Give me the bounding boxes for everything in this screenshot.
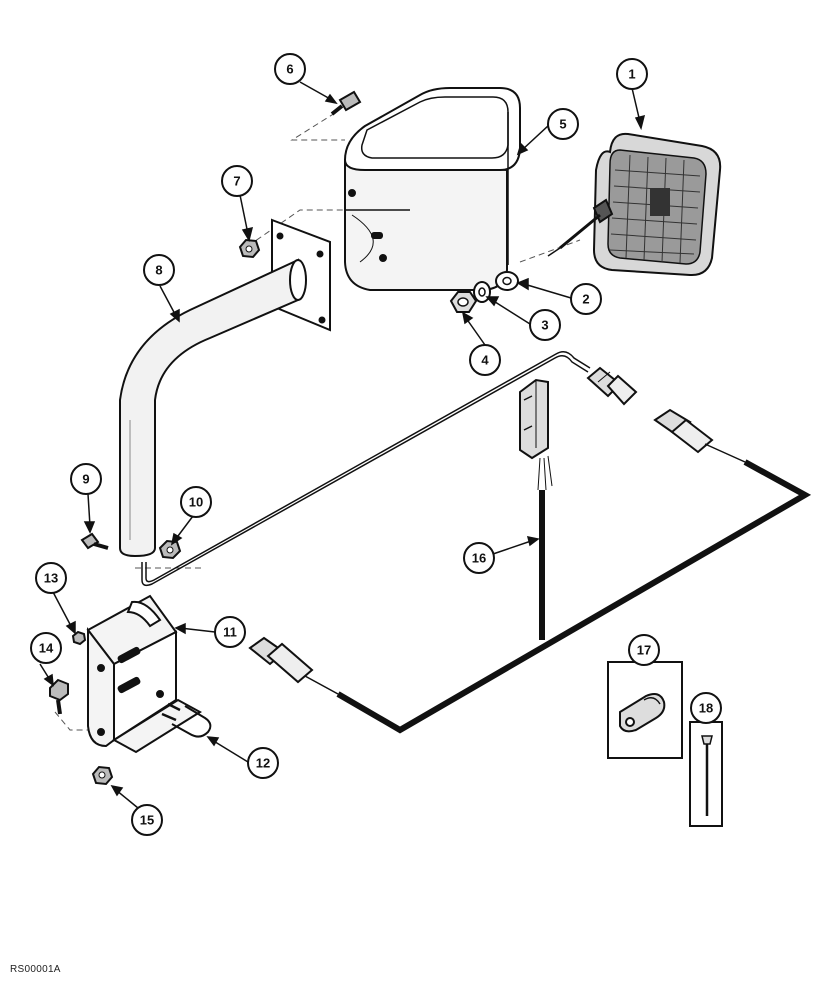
callout-14-number: 14 [39,641,54,656]
callout-8: 8 [143,254,175,286]
connector-harness-right [653,408,746,463]
callout-1-number: 1 [628,67,635,82]
lamp-lead-wire [141,351,591,587]
callout-10-number: 10 [189,495,203,510]
callout-11: 11 [214,616,246,648]
callout-15-number: 15 [140,813,154,828]
nut-washer-hardware [449,271,519,313]
callout-13-number: 13 [44,571,58,586]
callout-17: 17 [628,634,660,666]
callout-18: 18 [690,692,722,724]
callout-4: 4 [469,344,501,376]
nut-7 [238,238,261,259]
lamp-guard-box [343,87,521,291]
callout-8-number: 8 [155,263,162,278]
mounting-tube [119,218,331,558]
callout-7: 7 [221,165,253,197]
callout-17-number: 17 [637,643,651,658]
callout-leaders [39,81,646,809]
cable-tie-inset-box [689,721,723,827]
callout-16: 16 [463,542,495,574]
callout-4-number: 4 [481,353,489,368]
nut-13 [71,630,87,646]
callout-9-number: 9 [82,472,89,487]
callout-6-number: 6 [286,62,293,77]
callout-14: 14 [30,632,62,664]
callout-12-number: 12 [256,756,270,771]
callout-2-number: 2 [582,292,589,307]
bolt-9 [80,532,109,550]
mounting-bracket [86,594,202,754]
bolt-14 [49,678,69,715]
callout-15: 15 [131,804,163,836]
callout-2: 2 [570,283,602,315]
callout-7-number: 7 [233,174,240,189]
callout-5: 5 [547,108,579,140]
connector-harness-upper [519,378,553,491]
callout-9: 9 [70,463,102,495]
callout-3-number: 3 [541,318,548,333]
clip-inset-box [607,661,683,759]
nut-10 [158,539,182,560]
nut-15 [91,765,114,786]
lamp-assembly [547,132,722,277]
connector-lamp-lead [586,366,638,406]
callout-3: 3 [529,309,561,341]
callout-6: 6 [274,53,306,85]
callout-5-number: 5 [559,117,566,132]
connector-harness-left [248,636,339,695]
callouts: 1 2 3 4 5 6 7 8 [30,53,722,836]
callout-1: 1 [616,58,648,90]
callout-13: 13 [35,562,67,594]
bolt-6 [330,90,362,116]
callout-10: 10 [180,486,212,518]
wiring-harness [336,459,812,734]
callout-16-number: 16 [472,551,486,566]
u-bolt [161,702,212,738]
callout-12: 12 [247,747,279,779]
figure-reference-code: RS00001A [10,964,61,975]
callout-18-number: 18 [699,701,713,716]
callout-11-number: 11 [223,625,237,640]
